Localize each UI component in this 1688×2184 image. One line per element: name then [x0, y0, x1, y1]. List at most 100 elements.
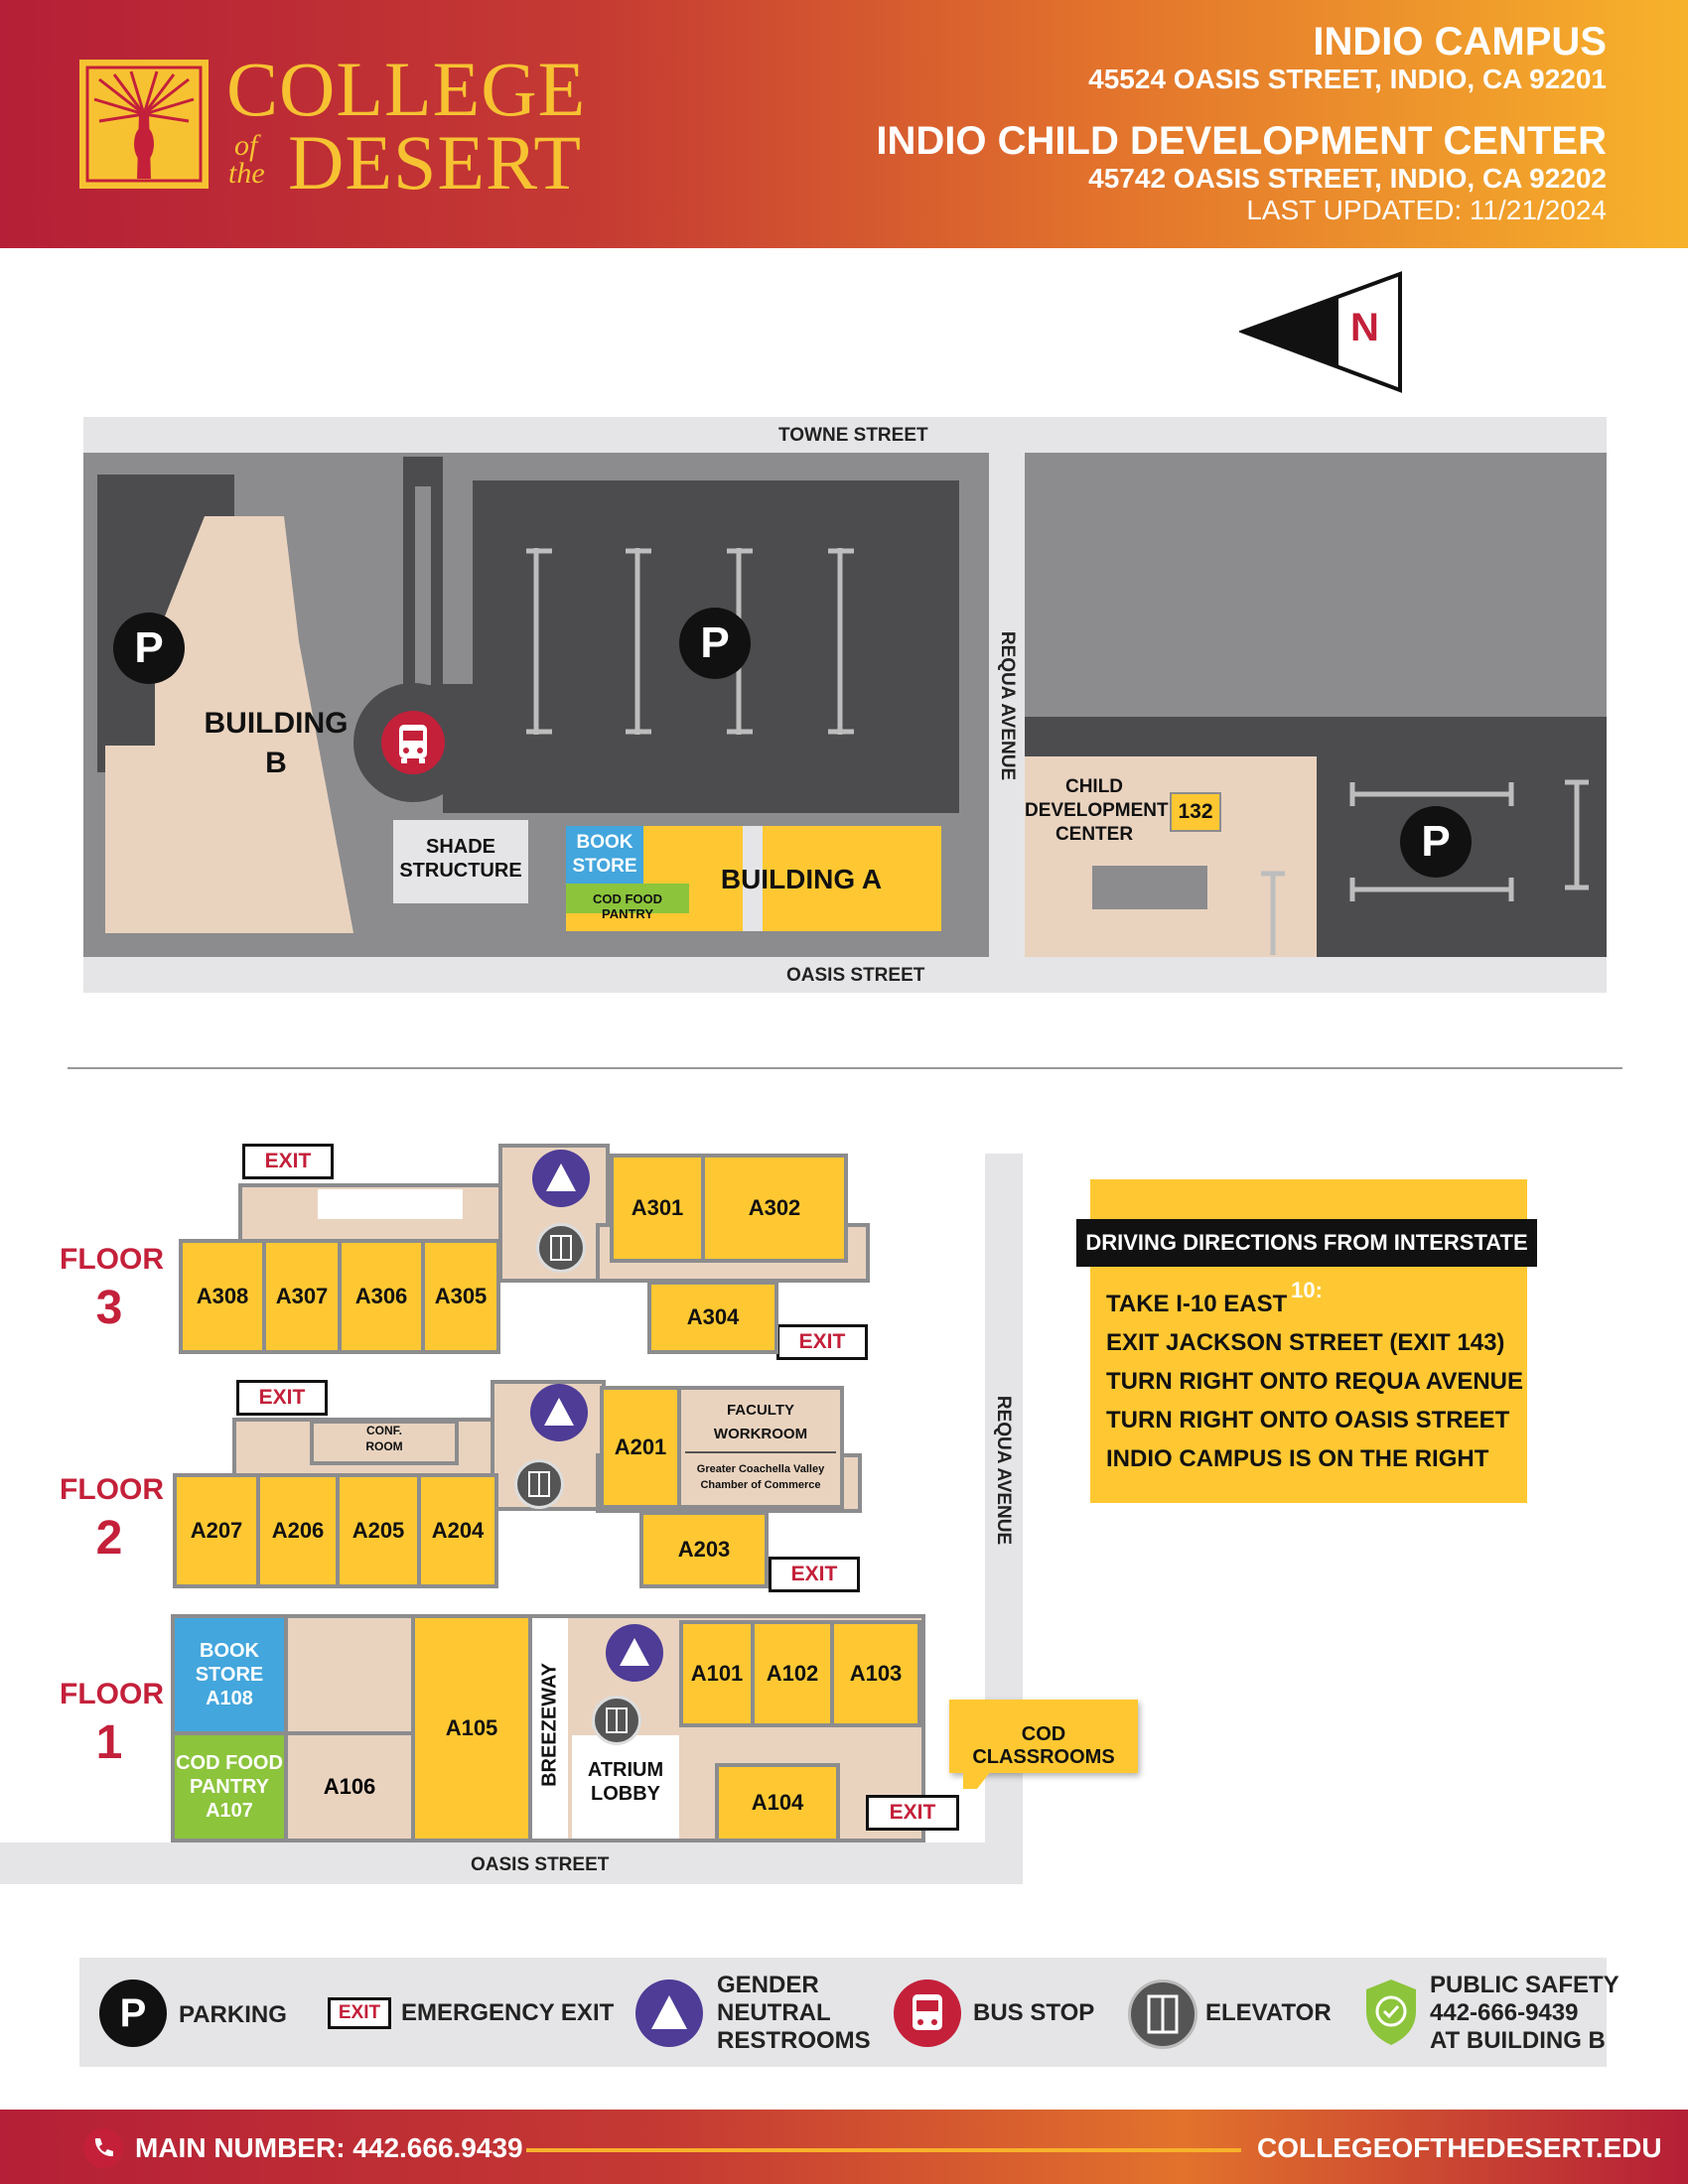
conf-room-label-2: ROOM [365, 1439, 403, 1453]
room-A102: A102 [751, 1620, 834, 1727]
footer-website-link[interactable]: COLLEGEOFTHEDESERT.EDU [1257, 2132, 1662, 2163]
floorplan-oasis-street [0, 1843, 1023, 1884]
bookstore-a108-line2: STORE [195, 1664, 264, 1686]
requa-avenue-label: REQUA AVENUE [997, 630, 1018, 781]
oasis-street-label: OASIS STREET [786, 965, 925, 986]
conference-room [310, 1420, 459, 1465]
cdc-label-3: CENTER [1055, 824, 1134, 845]
directions-list: TAKE I-10 EAST EXIT JACKSON STREET (EXIT… [1106, 1291, 1523, 1484]
cdc-parking-stalls [1253, 770, 1603, 957]
floor3-exit-east: EXIT [776, 1324, 868, 1360]
conf-room-label-1: CONF. [366, 1424, 402, 1437]
campus-name: INDIO CAMPUS [1313, 20, 1607, 64]
room-A204: A204 [417, 1473, 498, 1588]
shield-check-icon [1362, 1978, 1420, 2047]
floorplan-requa-label: REQUA AVENUE [993, 1395, 1014, 1546]
chamber-label-2: Chamber of Commerce [700, 1479, 821, 1491]
room-A206: A206 [256, 1473, 340, 1588]
atrium-lobby [572, 1735, 679, 1839]
footer-bar [0, 2110, 1688, 2184]
room-A201: A201 [600, 1386, 681, 1509]
floor3-exit-west: EXIT [242, 1144, 334, 1179]
child-development-center [1025, 756, 1317, 957]
building-a-label: BUILDING A [720, 864, 883, 894]
palm-tree-icon [79, 60, 209, 189]
building-b-label-2: B [265, 747, 287, 779]
bus-icon [381, 711, 445, 774]
elevator-icon [536, 1223, 586, 1273]
cdc-room-number: 132 [1170, 792, 1221, 832]
towne-street-label: TOWNE STREET [778, 425, 928, 446]
floor2-number: 2 [95, 1512, 123, 1565]
parking-stalls [526, 548, 884, 737]
building-a-breezeway [743, 826, 763, 931]
logo-desert: DESERT [288, 119, 582, 205]
room-A306: A306 [338, 1239, 425, 1354]
bookstore-a108-line3: A108 [206, 1688, 253, 1709]
logo-college: COLLEGE [226, 46, 587, 132]
room-A302: A302 [701, 1154, 848, 1263]
cod-classrooms-callout [949, 1700, 1138, 1773]
floor1-exit-east: EXIT [866, 1795, 959, 1831]
faculty-divider [685, 1451, 836, 1453]
directions-title: DRIVING DIRECTIONS FROM INTERSTATE 10: [1076, 1219, 1537, 1302]
legend-parking: PARKING [179, 2001, 287, 2028]
direction-step: TURN RIGHT ONTO REQUA AVENUE [1106, 1368, 1524, 1395]
restroom-icon [635, 1979, 703, 2047]
room-A205: A205 [336, 1473, 421, 1588]
floor2-exit-east: EXIT [769, 1557, 860, 1592]
legend-safety-line1: PUBLIC SAFETY [1430, 1972, 1619, 1998]
floor2-exit-west: EXIT [236, 1380, 328, 1416]
bookstore-a108-line1: BOOK [200, 1640, 259, 1662]
restroom-icon [606, 1624, 663, 1682]
elevator-icon [592, 1696, 641, 1745]
breezeway [532, 1618, 568, 1839]
legend-public-safety: PUBLIC SAFETY 442-666-9439 AT BUILDING B [1430, 1972, 1619, 2055]
legend-elevator: ELEVATOR [1205, 1999, 1332, 2026]
room-A301: A301 [610, 1154, 705, 1263]
cdc-label-1: CHILD [1064, 776, 1124, 797]
towne-street [83, 417, 1607, 453]
north-arrow-icon: N [1237, 270, 1408, 394]
pantry-a107-line1: COD FOOD [176, 1752, 283, 1774]
atrium-label-2: LOBBY [591, 1783, 660, 1805]
floorplan-oasis-label: OASIS STREET [471, 1854, 610, 1875]
bus-loop-median [415, 486, 431, 685]
room-A305: A305 [421, 1239, 500, 1354]
direction-step: TAKE I-10 EAST [1106, 1291, 1288, 1317]
cdc-annex [1092, 866, 1207, 909]
footer-main-number: MAIN NUMBER: 442.666.9439 [135, 2132, 523, 2163]
shade-structure [393, 820, 528, 903]
building-b-label-1: BUILDING [204, 707, 349, 740]
legend-restrooms-line3: RESTROOMS [717, 2027, 871, 2054]
elevator-icon [1128, 1979, 1197, 2049]
room-A108-bookstore: BOOK STORE A108 [171, 1614, 288, 1735]
room-A307: A307 [262, 1239, 342, 1354]
elevator-icon [514, 1459, 564, 1509]
legend-restrooms: GENDER NEUTRAL RESTROOMS [717, 1972, 871, 2055]
restroom-icon [530, 1384, 588, 1441]
section-divider [68, 1067, 1622, 1069]
legend-bus-stop: BUS STOP [973, 1999, 1095, 2026]
restroom-icon [532, 1150, 590, 1207]
pantry-label: COD FOOD PANTRY [592, 891, 663, 921]
bookstore-label-2: STORE [572, 856, 637, 877]
campus-address: 45524 OASIS STREET, INDIO, CA 92201 [1088, 64, 1607, 94]
oasis-street [83, 957, 1607, 993]
parking-icon: P [679, 608, 751, 679]
floor3-number: 3 [95, 1282, 123, 1334]
room-A103: A103 [830, 1620, 921, 1727]
legend-restrooms-line2: NEUTRAL [717, 1999, 831, 2026]
cod-classrooms-label: COD CLASSROOMS [972, 1723, 1115, 1768]
floor2-label: FLOOR [60, 1473, 164, 1506]
legend-safety-line3: AT BUILDING B [1430, 2027, 1606, 2054]
requa-avenue [989, 453, 1025, 957]
building-a-bookstore [566, 826, 643, 884]
pantry-a107-line3: A107 [206, 1800, 253, 1822]
floor3-open-void [318, 1189, 463, 1219]
callout-pointer [963, 1771, 991, 1789]
legend-exit-box: EXIT [328, 1997, 391, 2029]
north-label: N [1350, 306, 1379, 349]
parking-icon: P [99, 1979, 167, 2047]
room-A101: A101 [679, 1620, 755, 1727]
